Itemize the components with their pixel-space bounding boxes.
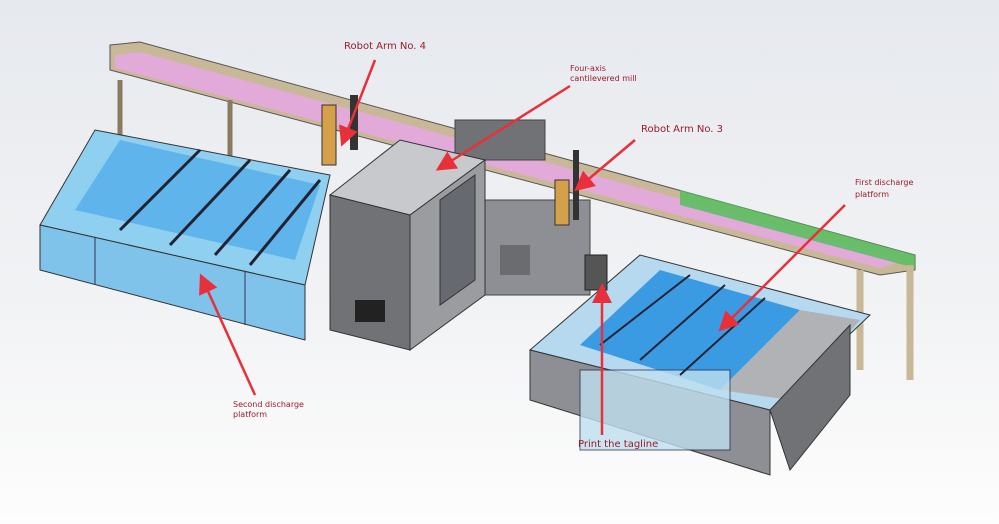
label-first-platform-line1: First discharge (855, 178, 914, 187)
arrow-second-platform (199, 273, 257, 396)
label-second-platform-line1: Second discharge (233, 400, 304, 409)
second-discharge-platform (39, 129, 331, 341)
label-tagline-printer: Print the tagline (578, 439, 659, 450)
label-robot-arm-4: Robot Arm No. 4 (344, 41, 427, 52)
label-second-platform-line2: platform (233, 410, 267, 419)
arrow-robot-arm-4 (339, 59, 377, 147)
annotation-arrows (199, 59, 846, 435)
label-mill-line2: cantilevered mill (570, 74, 637, 83)
arrow-mill (435, 84, 571, 171)
label-robot-arm-3: Robot Arm No. 3 (641, 124, 724, 135)
four-axis-mill-cabinet (328, 139, 487, 351)
robot-arm-4 (321, 95, 358, 166)
first-discharge-platform (528, 254, 871, 476)
gantry-frame (109, 41, 916, 380)
label-mill-line1: Four-axis (570, 64, 606, 73)
arrow-robot-arm-3 (574, 139, 636, 192)
arrow-first-platform (718, 204, 846, 332)
tagline-printer (584, 254, 608, 291)
label-first-platform-line2: platform (855, 190, 889, 199)
